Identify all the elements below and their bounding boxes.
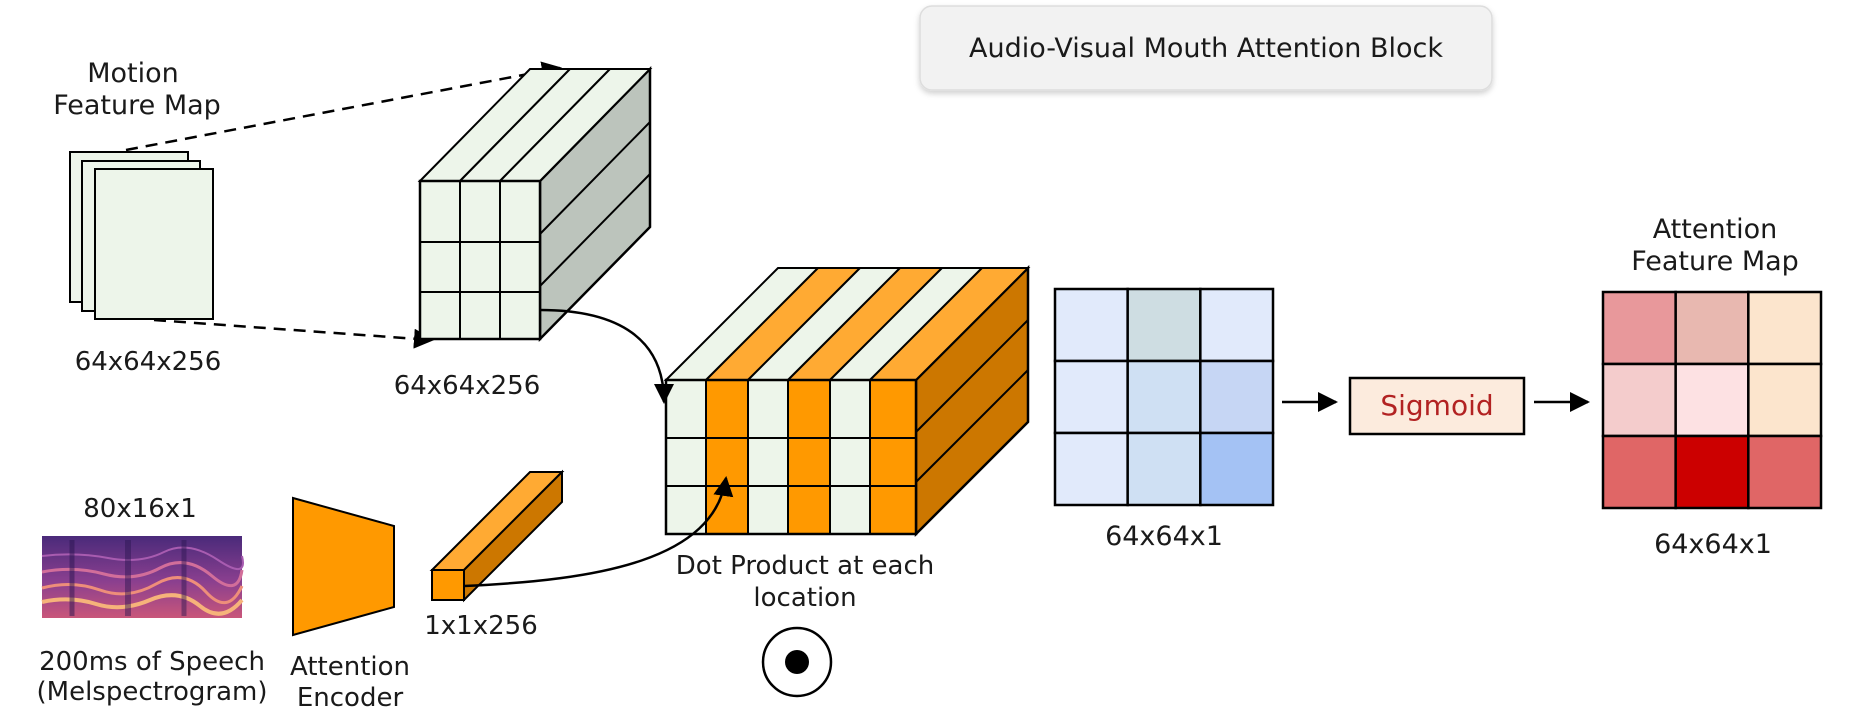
sigmoid-box-bg [1348, 376, 1526, 436]
combined-block-side-line [915, 369, 1029, 483]
attention-map-cell [1601, 434, 1677, 510]
score-map-cell [1053, 359, 1129, 435]
spectrogram-band [41, 593, 244, 616]
attention-map-cell [1674, 290, 1750, 366]
attention-map-dims: 64x64x1 [1654, 529, 1772, 560]
title-box: Audio-Visual Mouth Attention Block [919, 5, 1493, 91]
dot-product: Dot Product at each location [676, 551, 934, 698]
combined-block-side-line [915, 319, 1029, 433]
embedding-dims: 1x1x256 [424, 611, 537, 641]
combined-feature-block [663, 264, 1031, 538]
visual-to-combined-arrow [539, 308, 674, 404]
combined-slice-front-green [829, 379, 871, 535]
odot-symbol-dot [785, 650, 809, 674]
attention-encoder: Attention Encoder [290, 496, 410, 713]
speech-dims: 80x16x1 [83, 494, 196, 524]
spectrogram-band [41, 561, 244, 587]
projected-block-side-line [539, 121, 651, 235]
speech-input: 80x16x1 200ms of Speech (Melspectrogram) [37, 494, 268, 707]
encoder-label-line2: Encoder [297, 683, 404, 713]
attention-map-grid [1601, 290, 1823, 510]
projected-feature-block: 64x64x256 [394, 65, 653, 401]
speech-caption-line2: (Melspectrogram) [37, 677, 268, 707]
score-map-grid [1053, 287, 1275, 507]
sigmoid-box: Sigmoid [1348, 376, 1526, 436]
combined-slice-front-orange [869, 379, 917, 535]
score-map-cell [1053, 287, 1129, 363]
attention-map-cell [1747, 434, 1823, 510]
sigmoid-label: Sigmoid [1380, 389, 1493, 422]
combined-block-outline [664, 378, 918, 536]
score-map-cell [1053, 431, 1129, 507]
melspectrogram-image [41, 536, 244, 618]
encoder-label-line1: Attention [290, 652, 410, 682]
projection-line-bottom [153, 318, 434, 349]
attention-map-cell [1747, 362, 1823, 438]
projected-slice-front [499, 180, 541, 340]
encoder-trapezoid [292, 496, 395, 637]
title-box-bg [919, 5, 1493, 91]
attention-label-line1: Attention [1653, 214, 1778, 245]
projected-block-side-line [539, 173, 651, 287]
score-map-cell [1199, 359, 1275, 435]
diagram-title: Audio-Visual Mouth Attention Block [969, 33, 1443, 64]
combined-slice-front-green [665, 379, 707, 535]
score-map-dims: 64x64x1 [1105, 521, 1223, 552]
projected-block-outline [418, 179, 542, 341]
combined-slice-front-orange [705, 379, 749, 535]
audio-embedding: 1x1x256 [424, 469, 565, 641]
spectrogram-band [41, 546, 244, 570]
projected-slice-front [459, 180, 501, 340]
embedding-front [431, 569, 465, 601]
spectrogram-band [41, 576, 244, 604]
attention-map-cell [1601, 290, 1677, 366]
score-map-cell [1126, 359, 1202, 435]
projected-slice-front [419, 180, 461, 340]
projection-line-top [125, 61, 562, 152]
combined-slice-front-green [747, 379, 789, 535]
score-map-cell [1199, 287, 1275, 363]
feature-sheet-front [94, 168, 214, 320]
attention-map-cell [1601, 362, 1677, 438]
motion-label-line2: Feature Map [53, 90, 221, 121]
attention-map-cell [1674, 362, 1750, 438]
score-map-cell [1126, 431, 1202, 507]
dot-product-label-line2: location [753, 583, 856, 613]
motion-label-line1: Motion [87, 58, 179, 89]
score-map-cell [1126, 287, 1202, 363]
speech-caption-line1: 200ms of Speech [39, 647, 265, 677]
combined-slice-front-orange [787, 379, 831, 535]
motion-dims: 64x64x256 [75, 347, 222, 377]
projected-dims: 64x64x256 [394, 371, 541, 401]
audio-to-combined-arrow [463, 476, 734, 588]
attention-map-cell [1747, 290, 1823, 366]
attention-map-cell [1674, 434, 1750, 510]
attention-label-line2: Feature Map [1631, 246, 1799, 277]
dot-product-label-line1: Dot Product at each [676, 551, 934, 581]
score-map-cell [1199, 431, 1275, 507]
motion-feature-map: Motion Feature Map 64x64x256 [53, 58, 221, 377]
